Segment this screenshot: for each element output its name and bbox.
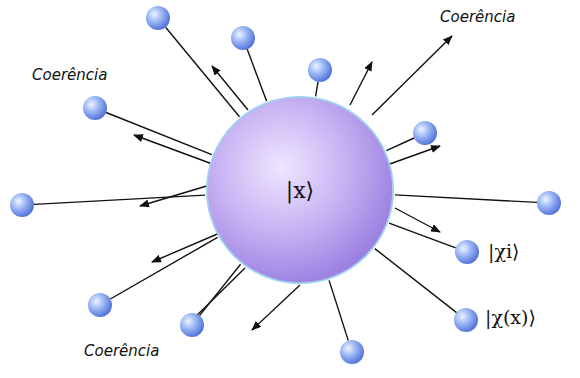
state-ket: |x⟩ bbox=[286, 178, 314, 203]
state-label: |χ(x)⟩ bbox=[485, 306, 536, 328]
environment-particles bbox=[10, 6, 561, 364]
state-label: |χi⟩ bbox=[488, 240, 519, 262]
coupling-lines bbox=[34, 27, 537, 340]
coherence-label: Coerência bbox=[32, 66, 107, 84]
coherence-label: Coerência bbox=[440, 8, 515, 26]
coherence-label: Coerência bbox=[84, 342, 159, 360]
system-circle: |x⟩ bbox=[205, 95, 395, 285]
coherence-arrows bbox=[134, 36, 452, 330]
